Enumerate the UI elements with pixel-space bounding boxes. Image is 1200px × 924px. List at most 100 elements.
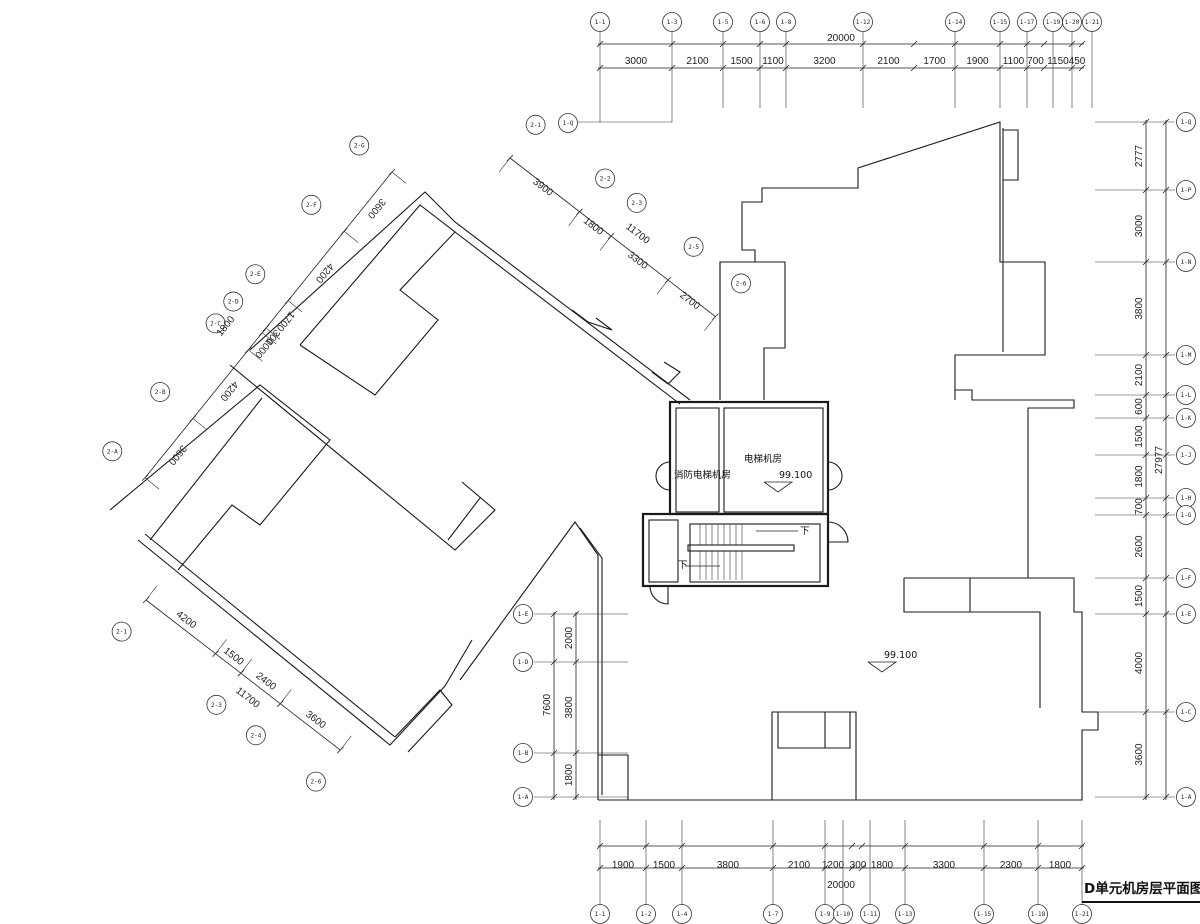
room-label-fire-elevator-machine: 消防电梯机房	[674, 469, 731, 481]
wing-sw-span-label: 2400	[254, 671, 279, 694]
bottom-span-label: 1800	[871, 860, 894, 871]
wing-ne-axis-bubble-circle	[683, 236, 704, 257]
wing-sw-ext-line	[280, 689, 292, 704]
wing-nw-axis-bubble-circle	[150, 382, 171, 402]
left-axis-bubble-circle	[513, 743, 533, 763]
walls	[109, 121, 1099, 801]
wing-ne-axis-bubble-circle	[525, 114, 546, 135]
wing-sw-span-label: 1500	[221, 646, 246, 669]
bottom-span-label: 1200	[822, 860, 845, 871]
right-total-tick	[1162, 414, 1170, 422]
bottom-tick	[848, 842, 856, 850]
wing-sw-ext-line	[145, 585, 158, 601]
right-tick	[1142, 511, 1150, 519]
right-axis-bubble-circle	[1176, 252, 1196, 272]
right-total-tick	[1162, 574, 1170, 582]
left-axis-bubble-circle	[513, 652, 533, 672]
top-total-tick	[910, 40, 918, 48]
right-axis-bubble-label: 1-A	[1181, 794, 1192, 801]
right-tick	[1142, 708, 1150, 716]
top-axis-bubble-label: 1-14	[948, 19, 963, 26]
right-tick	[1142, 610, 1150, 618]
right-tick	[1142, 118, 1150, 126]
bottom-span-label: 3800	[717, 860, 740, 871]
right-axis-bubble-circle	[1176, 702, 1196, 722]
top-axis-bubble-label: 1-3	[667, 19, 678, 26]
wing-nw-axis-bubble-label: 2-A	[107, 448, 118, 455]
wing-ne-span-label: 3300	[625, 250, 650, 273]
wing-ne-axis-bubble-label: 2-5	[688, 244, 699, 251]
wing-nw-ext-line	[192, 418, 208, 431]
top-span-label: 450	[1069, 56, 1086, 67]
bottom-span-label: 1800	[1049, 860, 1072, 871]
left-total-tick	[550, 749, 558, 757]
wing-sw-axis-bubble-circle	[245, 725, 266, 746]
right-axis-bubble-circle	[1176, 385, 1196, 405]
left-axis-bubble-circle	[513, 787, 533, 807]
left-tick	[572, 610, 580, 618]
top-tick	[1040, 64, 1048, 72]
right-span-label: 2600	[1134, 535, 1145, 558]
left-tick	[572, 658, 580, 666]
wing-sw-axis-bubble-circle	[206, 694, 227, 715]
bottom-axis-bubble-label: 1-11	[863, 911, 878, 918]
top-axis-bubble-circle	[990, 12, 1010, 32]
left-total-tick	[550, 793, 558, 801]
right-tick	[1142, 494, 1150, 502]
right-span-label: 700	[1134, 498, 1145, 515]
top-span-label: 3200	[813, 56, 836, 67]
right-total-tick	[1162, 186, 1170, 194]
top-total-label: 20000	[827, 33, 855, 44]
top-tick	[910, 64, 918, 72]
right-axis-bubble-label: 1-N	[1181, 259, 1192, 266]
right-axis-bubble-circle	[1176, 604, 1196, 624]
right-axis-bubble-label: 1-F	[1181, 575, 1192, 582]
bottom-axis-bubble-label: 1-4	[677, 911, 688, 918]
wing-nw-axis-bubble-label: 2-D	[228, 299, 239, 306]
right-total-tick	[1162, 451, 1170, 459]
right-axis-bubble-circle	[1176, 568, 1196, 588]
wing-ne-span-label: 1800	[581, 215, 606, 238]
room-label-elevator-machine: 电梯机房	[744, 453, 782, 465]
left-span-label: 3800	[564, 696, 575, 719]
wing-nw-axis-bubble-label: 2-E	[250, 271, 261, 278]
right-axis-bubble-label: 1-P	[1181, 187, 1192, 194]
wing-sw-axis-bubble-label: 2-6	[311, 779, 322, 786]
wing-ne-axis-bubble-label: 2-2	[600, 176, 611, 183]
bottom-span-label: 3300	[933, 860, 956, 871]
top-total-tick	[1040, 40, 1048, 48]
bottom-axis-bubble-label: 1-7	[768, 911, 779, 918]
top-span-label: 1500	[730, 56, 753, 67]
right-total-tick	[1162, 258, 1170, 266]
wing-ne-ext-line	[656, 279, 669, 295]
right-tick	[1142, 414, 1150, 422]
top-axis-bubble-label: 1-20	[1065, 19, 1080, 26]
bottom-axis-bubble-label: 1-2	[641, 911, 652, 918]
wing-ne-total-label: 11700	[623, 221, 651, 247]
right-axis-bubble-circle	[1176, 505, 1196, 525]
right-tick	[1142, 451, 1150, 459]
wing-ne-axis-bubble-label: 2-3	[631, 200, 642, 207]
elevation-label-room: 99.100	[779, 470, 812, 481]
right-axis-bubble-label: 1-L	[1181, 392, 1192, 399]
right-tick	[1142, 574, 1150, 582]
right-span-label: 3600	[1134, 743, 1145, 766]
left-total-tick	[550, 658, 558, 666]
top-axis-bubble-circle	[662, 12, 682, 32]
top-axis-bubble-label: 1-15	[993, 19, 1008, 26]
top-span-label: 1700	[923, 56, 946, 67]
right-axis-bubble-label: 1-E	[1181, 611, 1192, 618]
bottom-axis-bubble-label: 1-18	[1031, 911, 1046, 918]
wing-nw-span-label: 4200	[313, 260, 336, 285]
right-axis-bubble-circle	[1176, 345, 1196, 365]
wing-nw-ext-line	[248, 349, 263, 362]
stray-axis-bubble-label: 1-Q	[563, 120, 574, 127]
wing-sw-span-label: 4200	[174, 609, 199, 632]
right-span-label: 1500	[1134, 425, 1145, 448]
wing-sw-axis-bubble-circle	[111, 621, 132, 642]
wing-nw-axis-bubble-label: 2-F	[306, 202, 317, 209]
left-total-label: 7600	[542, 693, 553, 716]
top-span-label: 2100	[686, 56, 709, 67]
top-span-label: 2100	[877, 56, 900, 67]
